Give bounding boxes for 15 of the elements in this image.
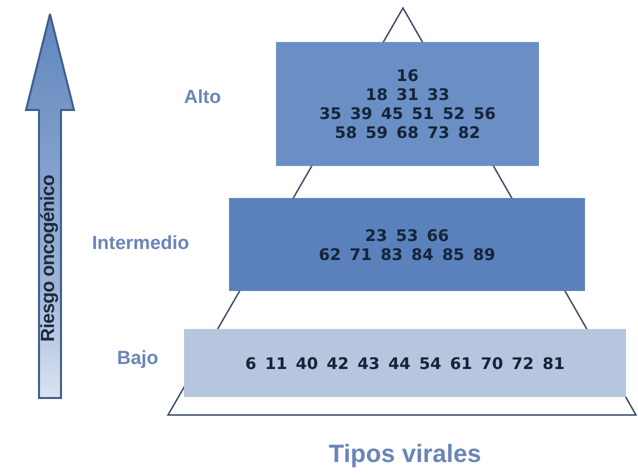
type-numbers: 62 71 83 84 85 89 bbox=[318, 244, 496, 264]
tier-band bbox=[276, 42, 539, 166]
level-label: Alto bbox=[184, 87, 221, 109]
axis-label: Tipos virales bbox=[328, 440, 482, 469]
axis-label: Riesgo oncogénico bbox=[38, 175, 60, 342]
level-label: Bajo bbox=[117, 348, 158, 370]
type-numbers: 58 59 68 73 82 bbox=[334, 123, 480, 142]
type-numbers: 35 39 45 51 52 56 bbox=[319, 104, 496, 123]
tier-band bbox=[229, 198, 585, 291]
level-label: Intermedio bbox=[92, 233, 190, 255]
tier-band bbox=[184, 329, 626, 397]
type-numbers: 6 11 40 42 43 44 54 61 70 72 81 bbox=[245, 354, 565, 372]
type-numbers: 18 31 33 bbox=[366, 85, 450, 104]
type-numbers: 23 53 66 bbox=[365, 226, 449, 244]
type-numbers: 16 bbox=[396, 66, 419, 85]
